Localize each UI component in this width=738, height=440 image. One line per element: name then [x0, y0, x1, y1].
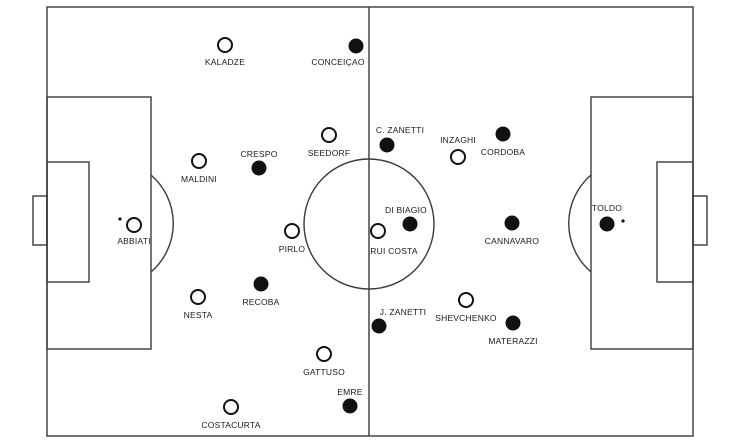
left-penalty-arc	[150, 174, 174, 273]
open-circle-icon	[126, 217, 142, 233]
left-goal	[32, 195, 48, 246]
filled-circle-icon	[495, 126, 511, 142]
player-marker: DI BIAGIO	[385, 205, 427, 232]
pitch-markings	[32, 6, 708, 437]
player-name-label: CORDOBA	[481, 147, 526, 157]
open-circle-icon	[450, 149, 466, 165]
player-marker: SHEVCHENKO	[435, 292, 497, 323]
open-circle-icon	[321, 127, 337, 143]
player-name-label: SHEVCHENKO	[435, 313, 497, 323]
player-marker: EMRE	[337, 387, 363, 414]
player-name-label: ABBIATI	[117, 236, 150, 246]
player-marker: ABBIATI	[117, 217, 150, 246]
player-name-label: COSTACURTA	[201, 420, 260, 430]
player-marker: MATERAZZI	[488, 315, 537, 346]
player-name-label: CANNAVARO	[485, 236, 540, 246]
player-name-label: RECOBA	[242, 297, 279, 307]
player-marker: CRESPO	[240, 149, 278, 176]
player-name-label: CRESPO	[240, 149, 277, 159]
pitch-boundary	[46, 6, 694, 437]
right-goal	[692, 195, 708, 246]
filled-circle-icon	[371, 318, 387, 334]
player-name-label: J. ZANETTI	[380, 307, 426, 317]
player-marker: NESTA	[184, 289, 213, 320]
right-goal-area	[656, 161, 694, 283]
player-marker: C. ZANETTI	[376, 125, 424, 153]
right-penalty-arc	[568, 174, 592, 273]
filled-circle-icon	[504, 215, 520, 231]
open-circle-icon	[284, 223, 300, 239]
player-name-label: MALDINI	[181, 174, 217, 184]
open-circle-icon	[458, 292, 474, 308]
players-layer: KALADZE MALDINI ABBIATI NESTA COSTACURTA SEED…	[117, 37, 622, 430]
player-marker: RECOBA	[242, 276, 279, 307]
open-circle-icon	[191, 153, 207, 169]
filled-circle-icon	[379, 137, 395, 153]
open-circle-icon	[217, 37, 233, 53]
player-name-label: NESTA	[184, 310, 213, 320]
filled-circle-icon	[342, 398, 358, 414]
player-marker: GATTUSO	[303, 346, 345, 377]
player-marker: SEEDORF	[308, 127, 351, 158]
player-name-label: PIRLO	[279, 244, 306, 254]
ball-left	[118, 217, 122, 221]
center-circle	[303, 158, 435, 290]
player-name-label: CONCEIÇAO	[311, 57, 364, 67]
player-name-label: DI BIAGIO	[385, 205, 427, 215]
player-name-label: RUI COSTA	[370, 246, 418, 256]
filled-circle-icon	[402, 216, 418, 232]
player-marker: MALDINI	[181, 153, 217, 184]
filled-circle-icon	[253, 276, 269, 292]
player-marker: PIRLO	[279, 223, 306, 254]
player-marker: CORDOBA	[481, 126, 526, 157]
player-marker: KALADZE	[205, 37, 245, 67]
open-circle-icon	[316, 346, 332, 362]
open-circle-icon	[370, 223, 386, 239]
player-marker: INZAGHI	[440, 135, 476, 165]
player-name-label: KALADZE	[205, 57, 245, 67]
player-name-label: C. ZANETTI	[376, 125, 424, 135]
player-marker: RUI COSTA	[370, 223, 418, 256]
open-circle-icon	[223, 399, 239, 415]
player-marker: COSTACURTA	[201, 399, 260, 430]
player-marker: CANNAVARO	[485, 215, 540, 246]
player-name-label: EMRE	[337, 387, 362, 397]
player-name-label: TOLDO	[592, 203, 622, 213]
ball-right	[621, 219, 625, 223]
player-marker: J. ZANETTI	[371, 307, 426, 334]
player-marker: CONCEIÇAO	[311, 38, 365, 67]
left-goal-area	[46, 161, 90, 283]
filled-circle-icon	[348, 38, 364, 54]
filled-circle-icon	[599, 216, 615, 232]
filled-circle-icon	[505, 315, 521, 331]
filled-circle-icon	[251, 160, 267, 176]
player-name-label: INZAGHI	[440, 135, 476, 145]
player-name-label: GATTUSO	[303, 367, 345, 377]
open-circle-icon	[190, 289, 206, 305]
player-name-label: SEEDORF	[308, 148, 351, 158]
player-marker: TOLDO	[592, 203, 622, 232]
player-name-label: MATERAZZI	[488, 336, 537, 346]
